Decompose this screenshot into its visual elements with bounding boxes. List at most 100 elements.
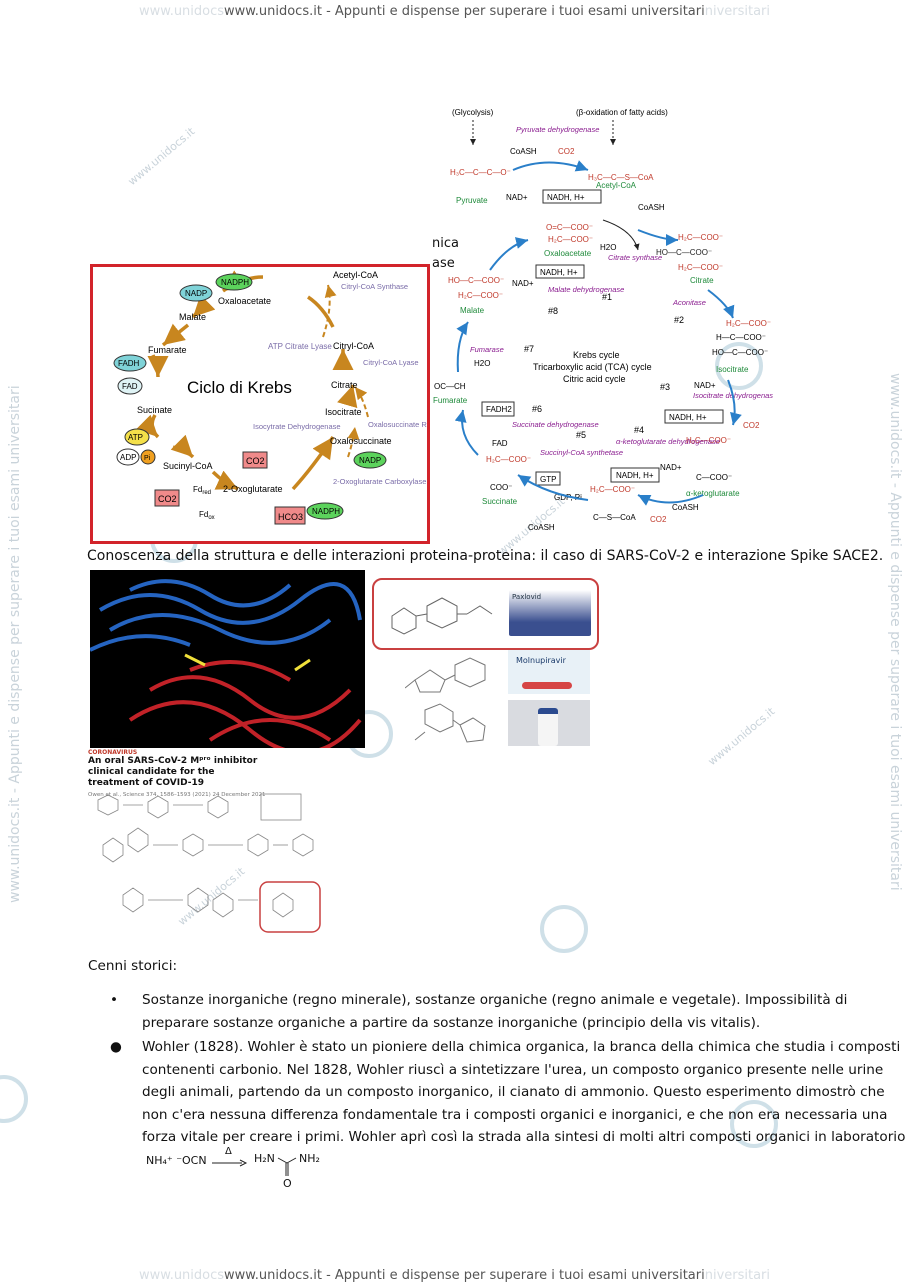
- acetyl-coa-label: Acetyl-CoA: [333, 270, 378, 280]
- sucinyl-coa-label: Sucinyl-CoA: [163, 461, 213, 471]
- akg-dh-label: α-ketoglutarate dehydrogenase: [616, 437, 720, 446]
- citrate-ch2: H₂C—COO⁻: [678, 263, 723, 272]
- oxoglutarate-carboxylase-label: 2-Oxoglutarate Carboxylase: [333, 477, 426, 486]
- isocitrate-label: Isocitrate: [325, 407, 362, 417]
- citrate-synthase-label: Citrate synthase: [608, 253, 662, 262]
- citrate-label: Citrate: [690, 276, 714, 285]
- reaction-reactant: NH₄⁺ ⁻OCN: [146, 1154, 207, 1167]
- malate-structure: HO—C—COO⁻: [448, 276, 504, 285]
- oxaloacetate-label: Oxaloacetate: [218, 296, 271, 306]
- cut-text-nica: nica: [432, 236, 459, 251]
- step-1-label: #1: [602, 292, 612, 302]
- nirmatrelvir-structure: [391, 597, 493, 635]
- watermark-logo-icon: [0, 1075, 28, 1123]
- nadh-box-label: NADH, H+: [547, 193, 585, 202]
- krebs-cycle-detailed-diagram: (Glycolysis) (β-oxidation of fatty acids…: [433, 108, 773, 532]
- watermark-logo-icon: [540, 905, 588, 953]
- pyruvate-dehydrogenase-label: Pyruvate dehydrogenase: [516, 125, 599, 134]
- nad-label: NAD+: [512, 279, 534, 288]
- paxlovid-box-image: Paxlovid: [509, 590, 591, 636]
- nadph-label: NADPH: [312, 507, 340, 516]
- watermark-logo-icon: [730, 1100, 778, 1148]
- h2o-label: H2O: [600, 243, 616, 252]
- molnupiravir-structure: [405, 657, 486, 693]
- succinate-structure: H₂C—COO⁻: [486, 455, 531, 464]
- aconitase-label: Aconitase: [672, 298, 706, 307]
- nadh-box-label: NADH, H+: [540, 268, 578, 277]
- succinyl-coa-s: C—S—CoA: [593, 513, 636, 522]
- citryl-coa-synthase-label: Citryl-CoA Synthase: [341, 282, 408, 291]
- diag-watermark: www.unidocs.it: [125, 124, 198, 189]
- cycle-center-tca: Tricarboxylic acid (TCA) cycle: [533, 362, 652, 372]
- citrate-structure: H₂C—COO⁻: [678, 233, 723, 242]
- fumarase-label: Fumarase: [470, 345, 504, 354]
- footer-ghost-right: niversitari: [704, 1268, 771, 1283]
- gtp-box-label: GTP: [540, 475, 556, 484]
- section-title: Cenni storici:: [88, 958, 178, 974]
- step-3-label: #3: [660, 382, 670, 392]
- isocytrate-dh-label: Isocytrate Dehydrogenase: [253, 422, 341, 431]
- urea-nh2-left: H₂N: [254, 1152, 275, 1165]
- malate-dh-label: Malate dehydrogenase: [548, 285, 624, 294]
- science-article-figure: CORONAVIRUS An oral SARS-CoV-2 Mᵖʳᵒ inhi…: [88, 749, 328, 798]
- isocitrate-label: Isocitrate: [716, 365, 749, 374]
- left-side-watermark: www.unidocs.it - Appunti e dispense per …: [7, 385, 23, 903]
- urea-nh2-right: NH₂: [299, 1152, 320, 1165]
- reaction-arrow-icon: [212, 1159, 248, 1167]
- co2-label: CO2: [743, 421, 760, 430]
- fd-red-label: Fdred: [193, 485, 211, 496]
- step-8-label: #8: [548, 306, 558, 316]
- krebs-cycle-reverse-diagram: Acetyl-CoA Oxaloacetate Malate Fumarate …: [90, 264, 461, 544]
- succinyl-coa-synthetase-label: Succinyl-CoA synthetase: [540, 448, 623, 457]
- isocitrate-ho: HO—C—COO⁻: [712, 348, 768, 357]
- fad-label: FAD: [122, 382, 138, 391]
- cut-text-ase: ase: [432, 256, 455, 271]
- bullet-item-2: Wohler (1828). Wohler è stato un pionier…: [142, 1039, 906, 1145]
- co2-label: CO2: [246, 456, 265, 466]
- fumarate-label: Fumarate: [433, 396, 468, 405]
- coash-label: CoASH: [528, 523, 555, 532]
- acetyl-coa-structure: H₃C—C—S—CoA: [588, 173, 654, 182]
- oxaloacetate-structure: O=C—COO⁻: [546, 223, 593, 232]
- page-header: www.unidocswww.unidocs.it - Appunti e di…: [0, 4, 909, 19]
- nadp-label: NADP: [185, 289, 207, 298]
- akg-coo: C—COO⁻: [696, 473, 732, 482]
- step-6-label: #6: [532, 404, 542, 414]
- fumarate-label: Fumarate: [148, 345, 187, 355]
- remdesivir-structure: [414, 703, 486, 743]
- oxoglutarate-label: 2-Oxoglutarate: [223, 484, 283, 494]
- fadh2-box-label: FADH2: [486, 405, 512, 414]
- pi-label: Pi: [144, 455, 151, 462]
- nadh-box-label: NADH, H+: [616, 471, 654, 480]
- adp-label: ADP: [120, 453, 136, 462]
- urea-structure: [277, 1157, 297, 1176]
- succinate-coo: COO⁻: [490, 483, 512, 492]
- remdesivir-vial-image: [508, 700, 590, 746]
- oxalosuccinate-label: Oxalosuccinate: [330, 436, 392, 446]
- atp-label: ATP: [128, 433, 143, 442]
- isocitrate-h: H—C—COO⁻: [716, 333, 766, 342]
- diag-watermark: www.unidocs.it: [705, 704, 778, 769]
- nad-label: NAD+: [506, 193, 528, 202]
- coash-label: CoASH: [638, 203, 665, 212]
- akg-structure: H₂C—COO⁻: [686, 436, 731, 445]
- oxaloacetate-label: Oxaloacetate: [544, 249, 592, 258]
- pyruvate-structure: H₃C—C—C—O⁻: [450, 168, 511, 177]
- succinate-label: Succinate: [482, 497, 518, 506]
- fadh-label: FADH: [118, 359, 140, 368]
- footer-ghost-left: www.unidocs: [138, 1268, 225, 1283]
- coash-label: CoASH: [510, 147, 537, 156]
- acetyl-coa-label: Acetyl-CoA: [596, 181, 637, 190]
- isocitrate-structure: H₂C—COO⁻: [726, 319, 771, 328]
- gdp-label: GDP, Pi: [554, 493, 582, 502]
- beta-oxidation-label: (β-oxidation of fatty acids): [576, 108, 668, 117]
- article-title: An oral SARS-CoV-2 Mᵖʳᵒ inhibitor clinic…: [88, 756, 258, 788]
- header-text: www.unidocs.it - Appunti e dispense per …: [224, 4, 705, 19]
- citryl-coa-lyase-label: Citryl-CoA Lyase: [363, 358, 419, 367]
- oxalosuccinate-reductase-label: Oxalosuccinate Reducatase: [368, 420, 427, 429]
- h2o-label: H2O: [474, 359, 490, 368]
- nadp-label: NADP: [359, 456, 381, 465]
- article-tag: CORONAVIRUS: [88, 749, 138, 756]
- cycle-center-title: Krebs cycle: [573, 350, 620, 360]
- fd-ox-label: Fdox: [199, 510, 215, 521]
